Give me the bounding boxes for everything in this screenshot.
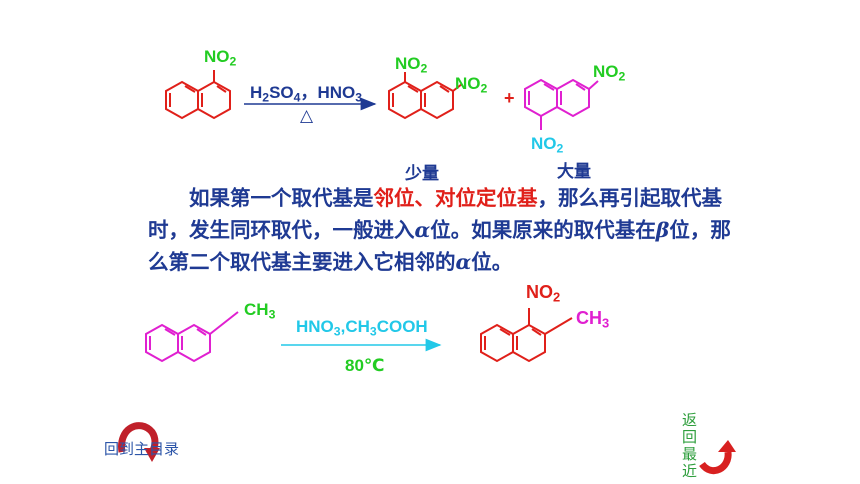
reagent-2-label: HNO3,CH3COOH (296, 317, 428, 339)
naphthalene-2-methyl (145, 311, 239, 363)
product-no2-label: NO2 (526, 282, 561, 305)
naphthalene-1-nitro (165, 70, 231, 120)
reagent-1-label: H2SO4，HNO3 (250, 83, 363, 105)
reactant-ch3-label: CH3 (244, 300, 276, 322)
product2-no2-top-label: NO2 (593, 62, 626, 84)
product2-no2-bottom-label: NO2 (531, 134, 564, 156)
reactant-no2-label: NO2 (204, 47, 237, 69)
back-to-main-arrow-icon (118, 422, 160, 462)
plus-sign: + (504, 88, 515, 108)
back-recent-arrow-icon (699, 440, 736, 475)
naphthalene-1-7-dinitro (388, 72, 463, 120)
product-ch3-label: CH3 (576, 308, 610, 331)
product1-no2-right-label: NO2 (455, 74, 488, 96)
product1-no2-top-label: NO2 (395, 54, 428, 76)
label-minor: 少量 (405, 164, 439, 184)
label-major: 大量 (557, 162, 591, 182)
back-to-main-link[interactable]: 回到主目录 (104, 440, 180, 458)
condition-heat-label: △ (300, 106, 314, 125)
naphthalene-1-6-dinitro (524, 78, 599, 130)
explanation-paragraph: 如果第一个取代基是邻位、对位定位基，那么再引起取代基时，发生同环取代，一般进入α… (148, 186, 731, 274)
back-recent-link[interactable]: 返回最近 (682, 411, 698, 480)
naphthalene-2-methyl-1-nitro (480, 308, 573, 363)
condition-temperature-label: 80℃ (345, 356, 385, 375)
